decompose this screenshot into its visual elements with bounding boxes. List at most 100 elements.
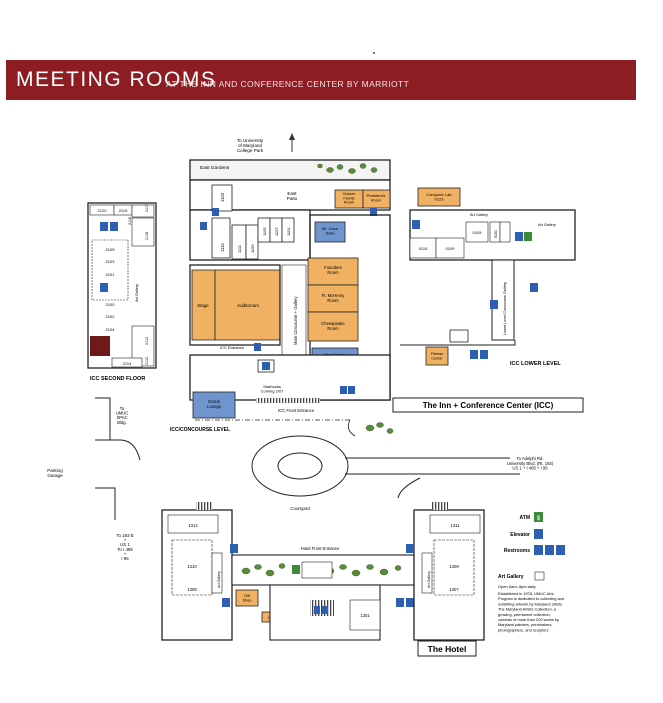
svg-text:0109: 0109: [446, 246, 456, 251]
to-adelphi-label: To Adelphi Rd.University Blvd. (Rt. 193)…: [507, 456, 554, 471]
tree-cluster: [365, 422, 394, 434]
svg-text:2104: 2104: [106, 327, 116, 332]
art-gallery-2nd: Art Gallery: [135, 284, 139, 302]
fitness-center: [425, 346, 449, 366]
restroom-icon: [110, 222, 118, 231]
chesapeake-room: [307, 311, 359, 342]
legend-art-gallery-label: Art Gallery: [498, 574, 524, 580]
elevator-icon: [490, 300, 498, 309]
computer-lab: [417, 187, 461, 207]
svg-text:1301: 1301: [360, 613, 370, 618]
maroon-room: [90, 336, 110, 356]
atm-icon: [292, 565, 300, 574]
elevator-icon: [314, 606, 320, 614]
stairs: [432, 502, 448, 510]
svg-text:1311: 1311: [450, 523, 460, 528]
svg-text:2120: 2120: [98, 208, 108, 213]
restroom-icon: [515, 232, 523, 241]
elevator-icon: [412, 220, 420, 229]
svg-text:2118: 2118: [145, 232, 149, 240]
hotel-gallery-right: Art Gallery: [427, 571, 431, 588]
legend-atm-label: ATM: [520, 515, 530, 521]
auditorium-wall: [189, 264, 281, 346]
accessible-restroom-icon: [370, 208, 377, 216]
page-title: MEETING ROOMS: [16, 68, 217, 91]
road-left: [95, 397, 111, 440]
elevator-icon: [322, 606, 328, 614]
svg-text:2117: 2117: [145, 204, 149, 212]
road-right: [397, 477, 421, 499]
legend-elevator-label: Elevator: [510, 532, 530, 538]
road-lower: [95, 487, 116, 520]
entrance-canopy: [301, 561, 333, 579]
elevator-icon: [212, 208, 219, 216]
svg-text:2114: 2114: [123, 361, 132, 366]
header-banner: MEETING ROOMS AT THE INN AND CONFERENCE …: [6, 60, 636, 100]
restroom-icon: [348, 386, 355, 394]
svg-text:2112: 2112: [145, 357, 149, 365]
gift-shop: [235, 589, 259, 607]
svg-text:0101: 0101: [494, 230, 498, 238]
room-1101: 1101: [286, 227, 291, 236]
elevator-icon: [230, 544, 238, 553]
main-gallery-label: Main Concourse + Gallery: [293, 296, 298, 345]
road-curve: [95, 439, 141, 461]
room-1109: 1109: [250, 244, 255, 253]
second-floor-label: ICC SECOND FLOOR: [90, 376, 145, 382]
legend-restroom-women-icon: [545, 545, 554, 555]
restroom-icon: [222, 598, 230, 607]
svg-text:$: $: [537, 516, 541, 522]
icc-title: The Inn + Conference Center (ICC): [423, 401, 554, 410]
svg-text:2100: 2100: [106, 302, 116, 307]
icc-title-box: [392, 397, 584, 413]
tree-row-hotel: [241, 563, 402, 577]
elevator-icon: [200, 222, 207, 230]
drive-curve: [347, 419, 356, 437]
atm-icon: [524, 232, 532, 241]
stairs: [256, 398, 320, 403]
stray-dot: [373, 52, 375, 54]
restroom-icon: [480, 350, 488, 359]
elevator-icon: [340, 386, 347, 394]
mchenry-room: [307, 284, 359, 313]
legend-restrooms-label: Restrooms: [504, 548, 530, 554]
icc-second-floor: 2120 2119 2117 2118 2116 2105 2103 2101 …: [87, 202, 157, 382]
accessible-icon: [254, 343, 261, 351]
mt-clare-suite: [314, 221, 346, 243]
room-1115: 1115: [220, 243, 225, 252]
room-1101-right-box: [281, 217, 295, 243]
svg-text:0115: 0115: [419, 246, 428, 251]
restroom-icon: [406, 598, 414, 607]
legend: ATM $ Elevator Restrooms Art Gallery Ope…: [498, 512, 565, 632]
elevator-icon: [100, 283, 108, 292]
lower-wall: [400, 340, 516, 346]
page-subtitle: AT THE INN AND CONFERENCE CENTER BY MARR…: [166, 79, 410, 89]
rooms-2100s: [91, 239, 129, 301]
svg-text:2119: 2119: [119, 208, 128, 213]
svg-text:1309: 1309: [449, 564, 459, 569]
lower-level-label: ICC LOWER LEVEL: [510, 361, 561, 367]
room-1105: 1105: [262, 227, 267, 236]
hotel-title-box: [417, 640, 477, 657]
svg-text:2116: 2116: [128, 217, 132, 225]
concourse-level-label: ICC/CONCOURSE LEVEL: [170, 427, 230, 433]
svg-text:2105: 2105: [106, 247, 116, 252]
auditorium-label: Auditorium: [237, 303, 259, 308]
legend-accessible-icon: [556, 545, 565, 555]
svg-text:1312: 1312: [188, 523, 198, 528]
